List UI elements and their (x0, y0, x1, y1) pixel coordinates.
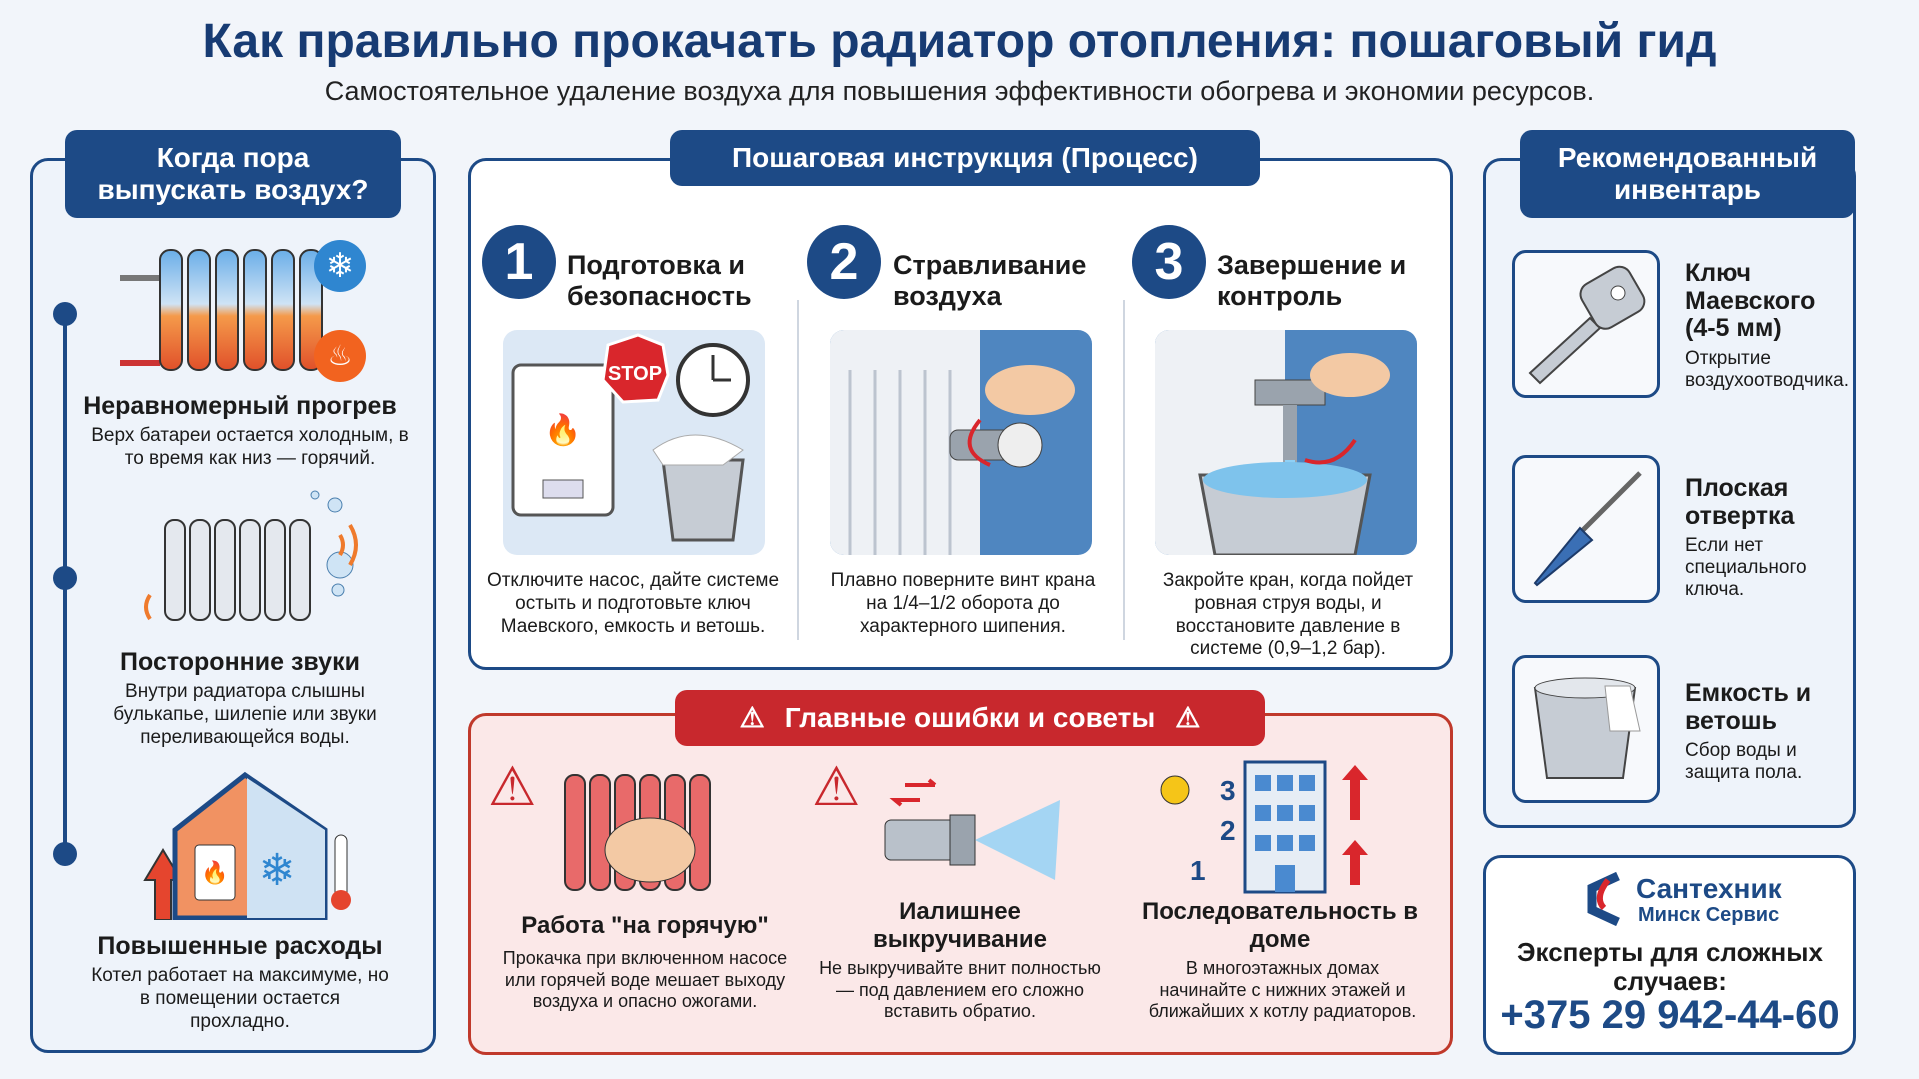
step-divider (797, 300, 799, 640)
mistake-text: В многоэтажных домах начинайте с нижних … (1148, 958, 1417, 1022)
mistake-text: Не выкручивайте внит полностью — под дав… (819, 958, 1101, 1022)
spraying-valve-icon (884, 778, 1060, 880)
floor-label: 1 (1190, 855, 1206, 886)
heat-icon: ♨ (314, 330, 366, 382)
step-divider (1123, 300, 1125, 640)
floor-label: 2 (1220, 815, 1236, 846)
contact-tagline: Эксперты для сложных случаев: (1517, 937, 1823, 996)
page-title: Как правильно прокачать радиатор отоплен… (202, 15, 1717, 68)
mistake-title: Иалишнее выкручивание (872, 898, 1048, 953)
symptom-title: Посторонние звуки (120, 648, 360, 676)
brand-subname: Минск Сервис (1638, 904, 1780, 926)
brand-name: Сантехник (1636, 873, 1782, 904)
svg-text:❄: ❄ (259, 846, 296, 895)
uneven-radiator-icon (120, 249, 323, 371)
screwdriver-tool-image (1512, 455, 1660, 603)
warning-icon: ⚠ (739, 701, 765, 733)
mistake-title: Работа "на горячую" (521, 912, 769, 939)
warning-icon: ⚠ (488, 757, 537, 817)
symptom-title: Неравномерный прогрев (83, 392, 397, 420)
tool-title: Плоская отвертка (1685, 474, 1795, 530)
bleeding-illustration (830, 330, 1092, 555)
mistakes-header-label: Главные ошибки и советы (784, 701, 1156, 733)
building-sequence-icon: 3 2 1 (1160, 760, 1368, 894)
tool-title: Емкость и ветошь (1685, 679, 1812, 735)
noisy-radiator-icon (144, 490, 358, 621)
completion-illustration (1155, 330, 1417, 555)
contact-phone[interactable]: +375 29 942-44-60 (1500, 993, 1840, 1037)
stop-sign-text: STOP (608, 363, 662, 385)
page-subtitle: Самостоятельное удаление воздуха для пов… (324, 76, 1595, 106)
mistake-title: Последовательность в доме (1141, 898, 1419, 953)
boiler-illustration: 🔥 STOP (503, 330, 765, 555)
mistakes-header: ⚠ Главные ошибки и советы ⚠ (675, 690, 1265, 746)
step-number: 2 (807, 225, 881, 299)
tool-text: Если нет специального ключа. (1685, 535, 1807, 600)
step-title: Подготовка и безопасность (567, 250, 752, 312)
symptom-text: Котел работает на максимуме, но в помеще… (91, 965, 389, 1032)
svg-text:🔥: 🔥 (201, 860, 228, 885)
step-number: 3 (1132, 225, 1206, 299)
timeline-dot (53, 566, 77, 590)
warning-icon: ⚠ (1175, 701, 1201, 733)
warning-icon: ⚠ (812, 757, 861, 817)
tool-text: Сбор воды и защита пола. (1685, 740, 1803, 783)
symptom-title: Повышенные расходы (97, 932, 383, 960)
step-text: Плавно поверните винт крана на 1/4–1/2 о… (830, 570, 1096, 637)
key-tool-image (1512, 250, 1660, 398)
snowflake-icon: ❄ (314, 240, 366, 292)
contact-panel (1483, 855, 1856, 1055)
process-header: Пошаговая инструкция (Процесс) (670, 130, 1260, 186)
bucket-tool-image (1512, 655, 1660, 803)
symptom-text: Верх батареи остается холодным, в то вре… (91, 425, 409, 469)
house-costs-icon: 🔥 ❄ (143, 771, 351, 920)
svg-text:🔥: 🔥 (544, 412, 581, 447)
timeline-dot (53, 302, 77, 326)
step-number: 1 (482, 225, 556, 299)
step-text: Отключите насос, дайте системе остыть и … (486, 570, 780, 637)
tool-text: Открытие воздухоотводчика. (1685, 348, 1850, 391)
floor-label: 3 (1220, 775, 1236, 806)
step-title: Стравливание воздуха (893, 250, 1087, 312)
symptoms-header: Когда пора выпускать воздух? (65, 130, 401, 218)
mistake-text: Прокачка при включенном насосе или горяч… (502, 948, 788, 1012)
step-text: Закройте кран, когда пойдет ровная струя… (1162, 570, 1414, 660)
step-title: Завершение и контроль (1217, 250, 1407, 312)
brand-logo-icon (1587, 871, 1620, 926)
symptom-text: Внутри радиатора слышны булькапье, шилеп… (113, 681, 377, 748)
timeline-dot (53, 842, 77, 866)
hot-radiator-hand-icon (564, 774, 711, 891)
tools-header: Рекомендованный инвентарь (1520, 130, 1855, 218)
tool-title: Ключ Маевского (4-5 мм) (1685, 259, 1816, 342)
